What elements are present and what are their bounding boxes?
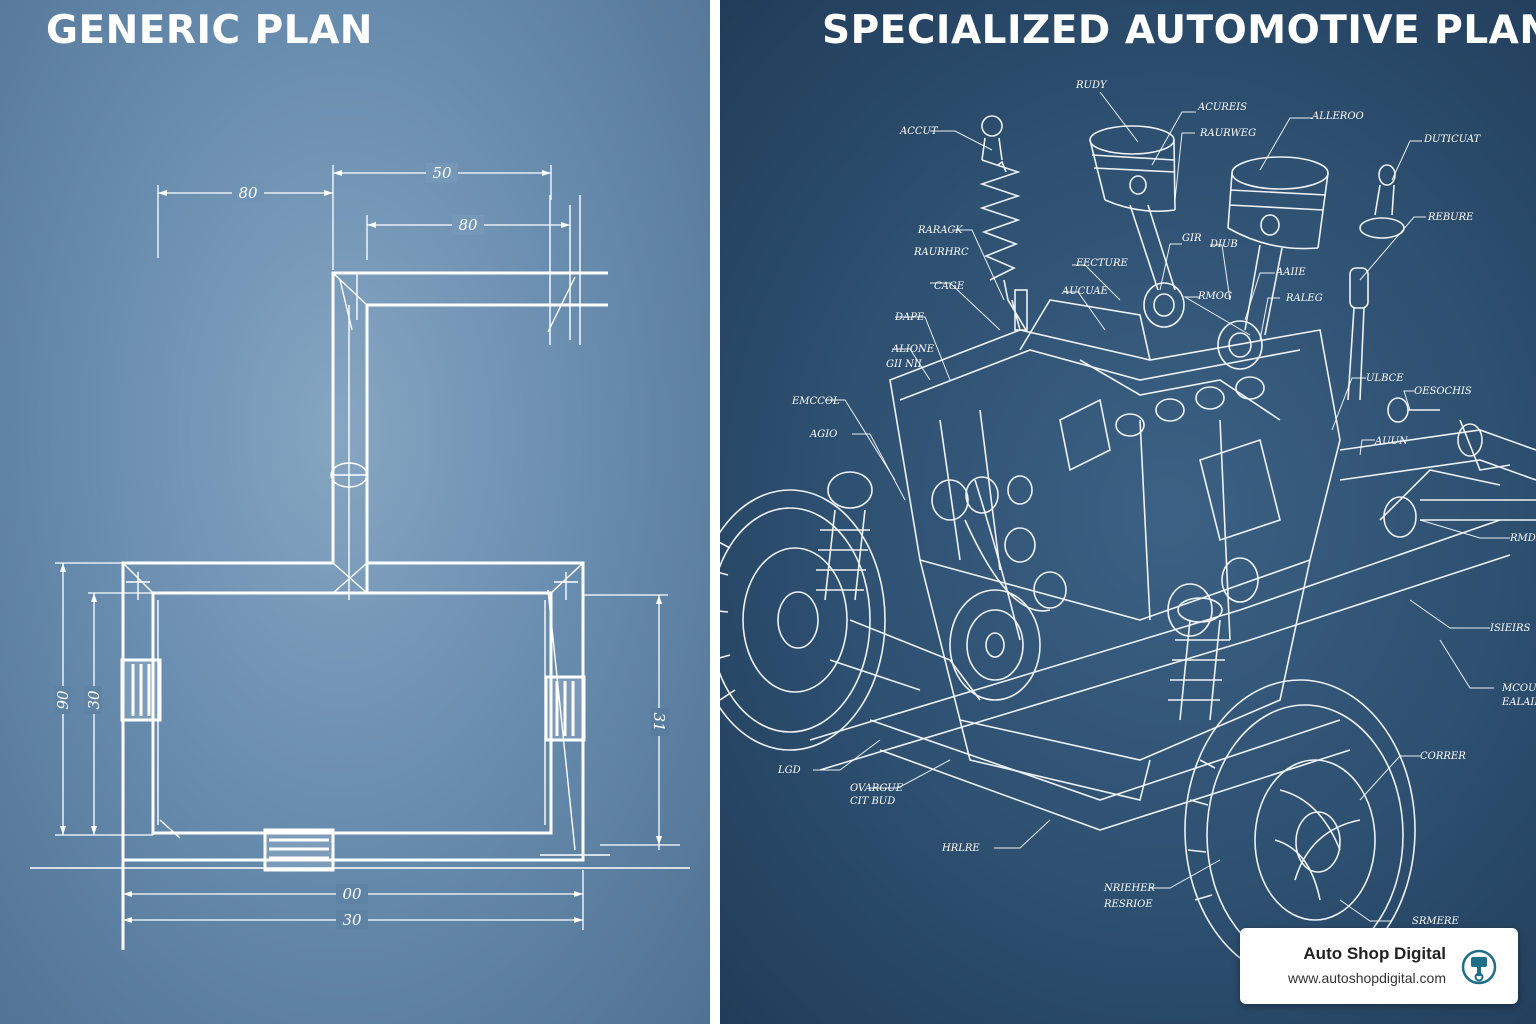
callout-labels: RUDY ACUREIS ALLEROO ACCUT DUTICUAT RARA…: [777, 80, 1536, 927]
chassis-frame: [809, 419, 1536, 831]
generic-plan-drawing: 80 50 80 90 30 31 00 30: [30, 163, 690, 950]
callout-label: LGD: [777, 765, 801, 776]
callout-label: FECTURE: [1075, 258, 1129, 269]
automotive-plan-title: SPECIALIZED AUTOMOTIVE PLAN: [822, 8, 1536, 53]
callout-label: GIR: [1182, 233, 1202, 244]
generic-plan-title: GENERIC PLAN: [46, 8, 373, 53]
left-wheel: [720, 489, 886, 751]
callout-label: RARACK: [917, 225, 963, 236]
callout-label: CAGE: [934, 281, 965, 292]
callout-label: RAURHRC: [913, 247, 969, 258]
callout-label: ISIEIRS: [1489, 623, 1531, 634]
callout-label: AAIIE: [1275, 267, 1306, 278]
dim-left-outer: 90: [54, 690, 72, 710]
right-strut: [1168, 597, 1230, 721]
dim-top-right: 50: [432, 164, 452, 182]
callout-label: RESRIOE: [1103, 899, 1153, 910]
callout-label: DUTICUAT: [1423, 134, 1482, 145]
dimension-arrows: [60, 170, 662, 923]
dim-bottom-inner: 00: [342, 885, 362, 903]
callout-label: RMOG: [1197, 291, 1232, 302]
callout-label: ALIONE: [891, 344, 935, 355]
callout-label: AUCUAE: [1061, 286, 1109, 297]
callout-label: RMDKE: [1509, 533, 1536, 544]
coil-spring: [979, 115, 1028, 331]
piston-icon: [1461, 949, 1497, 985]
dim-bottom-outer: 30: [342, 911, 362, 929]
valve-parts: [1347, 164, 1440, 423]
callout-label: DAPE: [894, 312, 925, 323]
callout-label: ACCUT: [899, 126, 939, 137]
callout-label: CIT BUD: [850, 796, 895, 807]
callout-leaders: [813, 91, 1510, 922]
dim-left-inner: 30: [85, 690, 103, 710]
window-right: [544, 675, 586, 742]
callout-label: DIUB: [1209, 239, 1238, 250]
callout-label: NRIEHER: [1103, 883, 1156, 894]
window-left: [120, 658, 162, 722]
left-suspension: [816, 471, 981, 701]
brand-card[interactable]: Auto Shop Digital www.autoshopdigital.co…: [1240, 928, 1518, 1004]
piston-right: [1217, 156, 1329, 370]
callout-label: RALEG: [1285, 293, 1323, 304]
engine-block: [889, 299, 1341, 801]
dim-right: 31: [650, 712, 668, 731]
callout-label: OVARGUE: [850, 783, 904, 794]
callout-label: RUDY: [1075, 80, 1108, 91]
callout-label: ULBCE: [1366, 373, 1404, 384]
plan-walls: [121, 271, 608, 950]
automotive-plan-drawing: RUDY ACUREIS ALLEROO ACCUT DUTICUAT RARA…: [720, 80, 1536, 981]
dim-top-inner: 80: [458, 216, 478, 234]
callout-label: RAURWEG: [1199, 128, 1256, 139]
callout-label: GII NII: [886, 359, 923, 370]
callout-label: EMCCOL: [791, 396, 840, 407]
generic-plan-panel: GENERIC PLAN: [0, 0, 710, 1024]
callout-label: MCOUR: [1501, 683, 1536, 694]
callout-label: AGIO: [809, 429, 837, 440]
brand-url[interactable]: www.autoshopdigital.com: [1288, 970, 1446, 986]
callout-label: ALLEROO: [1311, 111, 1364, 122]
callout-label: HRLRE: [941, 843, 980, 854]
panel-divider: [710, 0, 720, 1024]
callout-label: ACUREIS: [1197, 102, 1247, 113]
window-bottom: [263, 828, 335, 872]
plan-construction-lines: [30, 195, 690, 869]
callout-label: AUUN: [1374, 436, 1409, 447]
callout-label: EALAIIE: [1501, 697, 1536, 708]
callout-label: CORRER: [1420, 751, 1466, 762]
brand-name: Auto Shop Digital: [1303, 944, 1446, 963]
callout-label: OESOCHIS: [1414, 386, 1472, 397]
automotive-plan-panel: SPECIALIZED AUTOMOTIVE PLAN: [720, 0, 1536, 1024]
dim-top-left: 80: [238, 184, 258, 202]
callout-label: REBURE: [1427, 212, 1474, 223]
callout-label: SRMERE: [1412, 916, 1459, 927]
